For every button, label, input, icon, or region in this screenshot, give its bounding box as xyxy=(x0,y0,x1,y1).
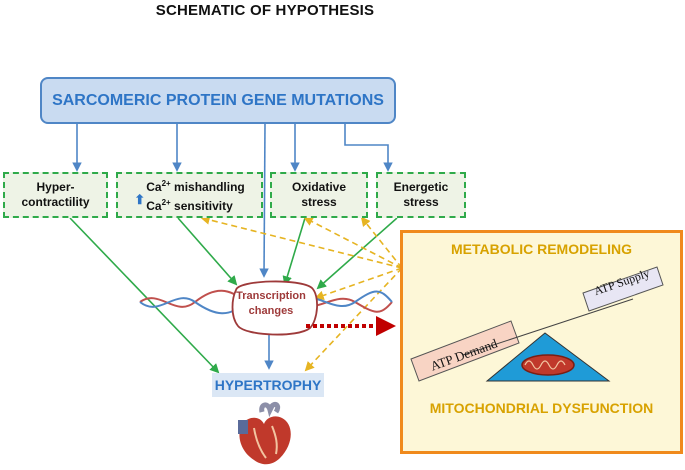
ca-text-1: mishandling xyxy=(170,180,245,194)
calcium-box: ⬆ Ca2+ mishandling Ca2+ sensitivity xyxy=(116,172,263,218)
hyper-line2: contractility xyxy=(21,195,90,209)
sarcomeric-mutations-box: SARCOMERIC PROTEIN GENE MUTATIONS xyxy=(40,77,396,124)
ca-text-2: sensitivity xyxy=(170,199,233,213)
transcription-line2: changes xyxy=(248,305,294,317)
hypertrophy-box: HYPERTROPHY xyxy=(212,373,324,397)
mitochondrial-title: MITOCHONDRIAL DYSFUNCTION xyxy=(429,400,654,416)
green-arrows xyxy=(69,217,398,374)
en-line2: stress xyxy=(403,195,439,209)
metabolic-title: METABOLIC REMODELING xyxy=(451,241,632,257)
en-line1: Energetic xyxy=(393,180,449,194)
transcription-line1: Transcription xyxy=(236,290,306,302)
blue-arrows xyxy=(72,123,393,370)
hyper-line1: Hyper- xyxy=(36,180,75,194)
ox-line2: stress xyxy=(301,195,337,209)
ca-label-2: Ca xyxy=(146,199,162,213)
up-arrow-icon: ⬆ xyxy=(134,192,146,207)
ox-line1: Oxidative xyxy=(291,180,347,194)
energetic-stress-box: Energetic stress xyxy=(376,172,466,218)
diagram-title: SCHEMATIC OF HYPOTHESIS xyxy=(155,2,375,19)
heart-illustration xyxy=(238,401,291,465)
orange-dashed-arrows xyxy=(200,215,403,372)
balance-scale xyxy=(410,266,664,382)
hypercontractility-box: Hyper- contractility xyxy=(3,172,108,218)
transcription-label: Transcription changes xyxy=(232,289,310,319)
oxidative-stress-box: Oxidative stress xyxy=(270,172,368,218)
metabolic-remodeling-panel: METABOLIC REMODELING ATP Demand ATP Supp… xyxy=(400,230,683,454)
ca-label-1: Ca xyxy=(146,180,162,194)
transcription-blob xyxy=(231,280,318,336)
ca-sup-2: 2+ xyxy=(161,198,171,207)
ca-sup-1: 2+ xyxy=(161,179,171,188)
